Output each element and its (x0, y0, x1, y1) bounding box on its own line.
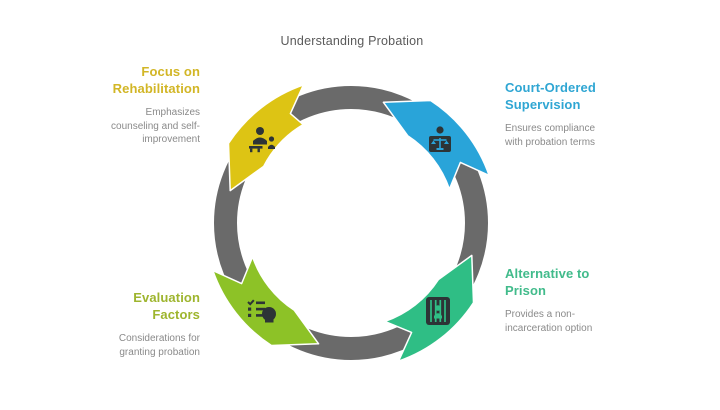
heading-line: Rehabilitation (112, 80, 200, 96)
segment-label-prison: Alternative to Prison Provides a non- in… (505, 266, 645, 335)
description-line: Emphasizes (145, 107, 200, 119)
heading-line: Factors (152, 306, 200, 322)
description-line: Considerations for (118, 333, 200, 345)
heading-line: Supervision (505, 96, 581, 112)
description-line: with probation terms (505, 136, 596, 148)
prison-bars-icon (426, 297, 450, 325)
arrow-segment-rehabilitation (227, 84, 305, 192)
segment-label-evaluation: Evaluation Factors Considerations for gr… (55, 290, 200, 359)
segment-description: Emphasizes counseling and self- improvem… (55, 106, 200, 147)
scales-of-justice-icon (429, 126, 451, 152)
segment-label-supervision: Court-Ordered Supervision Ensures compli… (505, 80, 645, 149)
heading-line: Alternative to (505, 266, 590, 281)
segment-description: Ensures compliance with probation terms (505, 122, 645, 149)
segment-heading: Focus on Rehabilitation (55, 64, 200, 97)
description-line: Ensures compliance (505, 123, 596, 135)
segment-heading: Court-Ordered Supervision (505, 80, 645, 113)
heading-line: Focus on (141, 64, 200, 79)
description-line: incarceration option (505, 322, 593, 334)
segment-label-rehabilitation: Focus on Rehabilitation Emphasizes couns… (55, 64, 200, 147)
cycle-ring (214, 86, 488, 360)
description-line: improvement (142, 134, 200, 146)
checklist-head-icon (247, 299, 276, 323)
segment-description: Provides a non- incarceration option (505, 308, 645, 335)
heading-line: Evaluation (133, 290, 200, 305)
segment-heading: Alternative to Prison (505, 266, 645, 299)
segment-description: Considerations for granting probation (55, 332, 200, 359)
arrow-segment-evaluation (212, 256, 320, 347)
description-line: Provides a non- (505, 309, 576, 321)
heading-line: Prison (505, 282, 547, 298)
description-line: granting probation (119, 346, 200, 358)
heading-line: Court-Ordered (505, 80, 596, 95)
segment-heading: Evaluation Factors (55, 290, 200, 323)
diagram-title: Understanding Probation (280, 34, 424, 48)
counseling-icon (249, 127, 275, 153)
description-line: counseling and self- (111, 120, 200, 132)
